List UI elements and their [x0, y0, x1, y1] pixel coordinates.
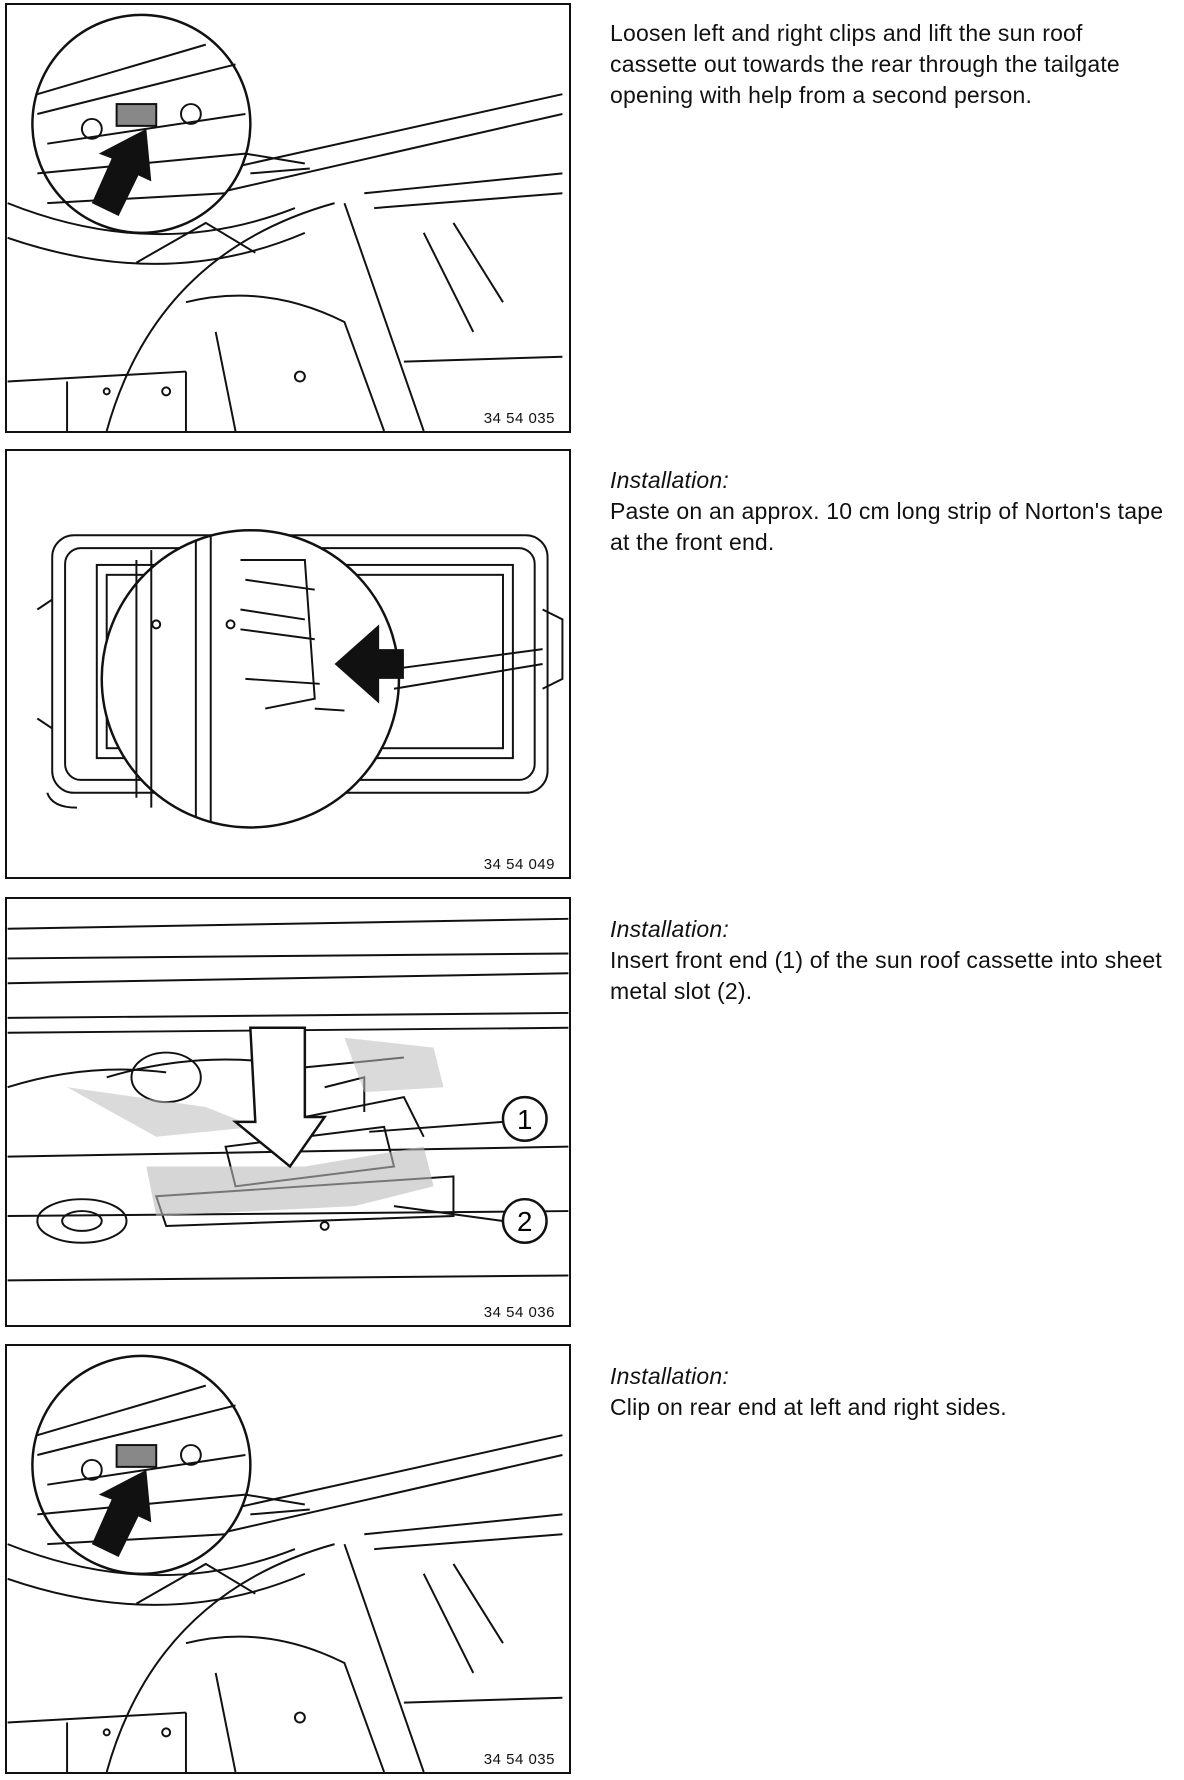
- cassette-clip-illustration: [7, 13, 563, 431]
- figure-number: 34 54 049: [481, 856, 557, 873]
- callout-2: 2: [501, 1197, 548, 1245]
- step-instruction: Installation: Clip on rear end at left a…: [610, 1361, 1170, 1423]
- step-heading: Installation:: [610, 467, 729, 493]
- step-heading: Installation:: [610, 916, 729, 942]
- step-text: Loosen left and right clips and lift the…: [610, 20, 1120, 108]
- norton-tape-illustration: [36, 529, 564, 829]
- figure-norton-tape: 34 54 049: [5, 449, 571, 879]
- step-instruction: Installation: Insert front end (1) of th…: [610, 914, 1170, 1007]
- figure-cassette-clip-removal: 34 54 035: [5, 3, 571, 433]
- callout-1: 1: [501, 1095, 548, 1142]
- rear-end-clip-illustration: [7, 1354, 563, 1772]
- figure-number: 34 54 035: [481, 1751, 557, 1768]
- step-text: Insert front end (1) of the sun roof cas…: [610, 947, 1163, 1004]
- callout-label-1: 1: [517, 1104, 532, 1135]
- step-text: Paste on an approx. 10 cm long strip of …: [610, 498, 1164, 555]
- figure-front-end-insert: 1 2 34 54 036: [5, 897, 571, 1327]
- figure-number: 34 54 035: [481, 410, 557, 427]
- front-end-insert-illustration: 1 2: [7, 917, 569, 1282]
- step-instruction: Installation: Paste on an approx. 10 cm …: [610, 465, 1170, 558]
- step-heading: Installation:: [610, 1363, 729, 1389]
- step-instruction: Loosen left and right clips and lift the…: [610, 18, 1170, 111]
- figure-number: 34 54 036: [481, 1304, 557, 1321]
- callout-label-2: 2: [517, 1206, 532, 1237]
- figure-rear-end-clip: 34 54 035: [5, 1344, 571, 1774]
- step-text: Clip on rear end at left and right sides…: [610, 1394, 1007, 1420]
